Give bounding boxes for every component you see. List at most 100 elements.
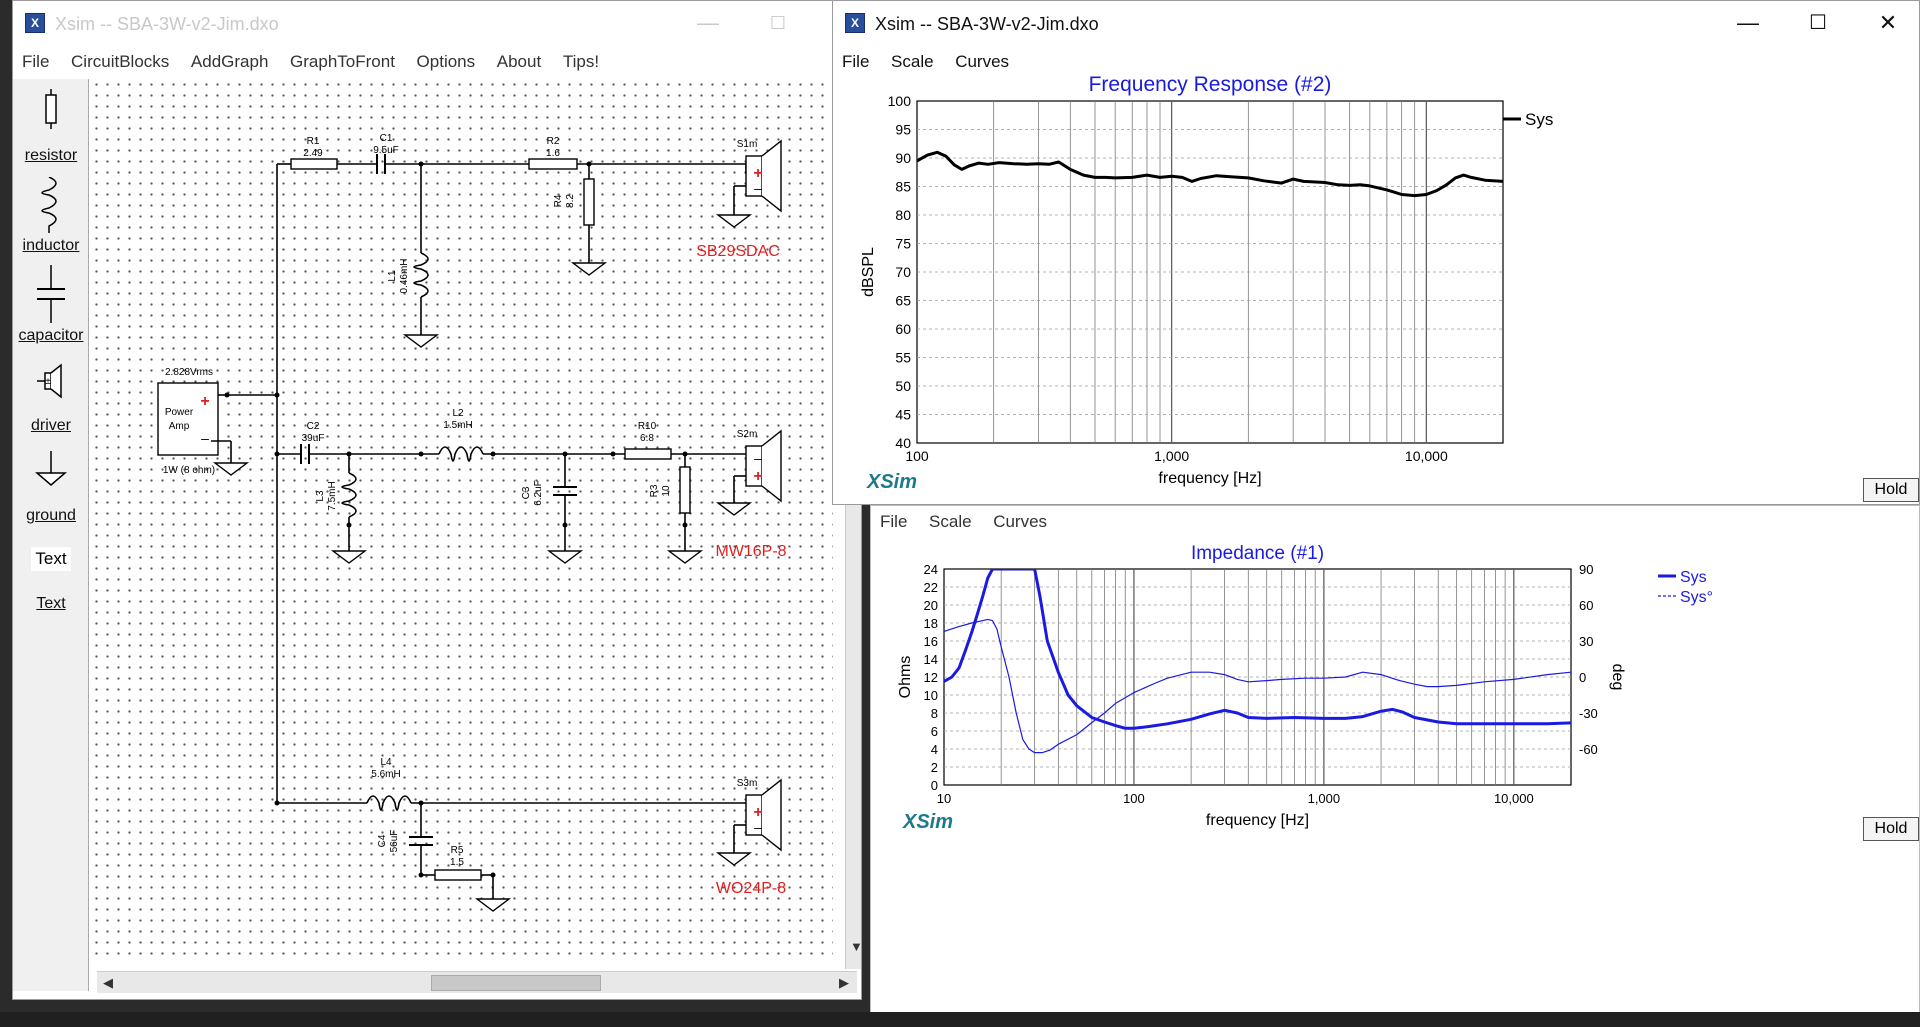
menu-bar: File CircuitBlocks AddGraph GraphToFront… — [13, 49, 861, 77]
scroll-down-icon[interactable]: ▼ — [850, 939, 862, 954]
hold-button[interactable]: Hold — [1863, 478, 1919, 502]
r5-name: R5 — [451, 845, 464, 856]
l4-value: 5.6mH — [371, 769, 400, 780]
title-bar[interactable]: X Xsim -- SBA-3W-v2-Jim.dxo — ☐ ✕ — [833, 1, 1919, 49]
scroll-right-icon[interactable]: ▶ — [839, 975, 849, 990]
palette-ground[interactable] — [13, 451, 89, 492]
y-tick-label: 80 — [895, 207, 911, 223]
chart-title: Impedance (#1) — [1191, 543, 1324, 564]
y2-tick-label: -30 — [1579, 706, 1598, 721]
menu-file[interactable]: File — [880, 512, 908, 531]
maximize-icon[interactable]: ☐ — [769, 13, 787, 33]
palette-ground-label[interactable]: ground — [26, 507, 76, 524]
y-tick-label: 2 — [931, 760, 938, 775]
y-tick-label: 20 — [924, 598, 938, 613]
xsim-app-icon: X — [25, 13, 45, 33]
palette-capacitor[interactable] — [13, 265, 89, 326]
y-tick-label: 16 — [924, 634, 938, 649]
menu-bar: File Scale Curves — [833, 49, 1919, 77]
y-tick-label: 65 — [895, 293, 911, 309]
menu-graphtofront[interactable]: GraphToFront — [290, 52, 395, 71]
driver3-label: WO24P-8 — [716, 880, 786, 897]
y-tick-label: 12 — [924, 670, 938, 685]
y-tick-label: 6 — [931, 724, 938, 739]
y-tick-label: 50 — [895, 378, 911, 394]
menu-circuitblocks[interactable]: CircuitBlocks — [71, 52, 170, 71]
driver2-label: MW16P-8 — [715, 543, 786, 560]
l3-value: 7.5mH — [327, 481, 338, 510]
x-tick-label: 10,000 — [1405, 448, 1448, 464]
menu-tips[interactable]: Tips! — [562, 52, 600, 71]
title-bar[interactable]: X Xsim -- SBA-3W-v2-Jim.dxo — ☐ — [13, 1, 861, 49]
c4-name: C4 — [377, 834, 388, 847]
s2-name: S2m — [737, 429, 758, 440]
l2-value: 1.5mH — [443, 420, 472, 431]
menu-curves[interactable]: Curves — [955, 52, 1010, 71]
r2-value: 1.6 — [546, 148, 560, 159]
chart-title: Frequency Response (#2) — [1089, 73, 1332, 96]
svg-text:+: + — [200, 393, 209, 410]
c3-name: C3 — [521, 486, 532, 499]
y-tick-label: 100 — [888, 93, 912, 109]
c2-value: 39uF — [302, 433, 325, 444]
series-line-1 — [944, 618, 1571, 754]
palette-driver-label[interactable]: driver — [30, 417, 71, 434]
menu-scale[interactable]: Scale — [891, 52, 934, 71]
palette-resistor[interactable] — [13, 89, 89, 132]
y-tick-label: 0 — [931, 778, 938, 793]
x-tick-label: 10,000 — [1494, 791, 1534, 806]
r3-value: 10 — [661, 485, 672, 497]
close-icon[interactable]: ✕ — [1878, 10, 1898, 35]
palette-driver[interactable]: ± — [13, 361, 89, 404]
palette-text-link[interactable]: Text — [36, 595, 66, 612]
y-tick-label: 95 — [895, 122, 911, 138]
menu-about[interactable]: About — [496, 52, 542, 71]
scroll-left-icon[interactable]: ◀ — [103, 975, 113, 990]
resistor-icon — [45, 89, 57, 129]
svg-text:–: – — [201, 430, 209, 446]
x-tick-label: 1,000 — [1308, 791, 1341, 806]
menu-scale[interactable]: Scale — [929, 512, 972, 531]
menu-options[interactable]: Options — [416, 52, 476, 71]
y-tick-label: 4 — [931, 742, 938, 757]
amp-load: 1W (8 ohm) — [163, 465, 215, 476]
maximize-icon[interactable]: ☐ — [1809, 12, 1827, 34]
schematic-canvas[interactable]: R1 2.49 C1 9.5uF R2 1.6 L1 0.46mH — [91, 79, 833, 959]
r1-name: R1 — [307, 136, 320, 147]
menu-addgraph[interactable]: AddGraph — [190, 52, 269, 71]
palette-text-tool[interactable]: Text — [31, 547, 71, 571]
minimize-icon[interactable]: — — [1737, 10, 1759, 35]
svg-text:+: + — [753, 804, 762, 821]
palette-resistor-label[interactable]: resistor — [24, 147, 78, 164]
c3-value: 6.2uF — [533, 480, 544, 506]
palette-inductor-label[interactable]: inductor — [22, 237, 80, 254]
taskbar — [0, 1012, 1920, 1027]
palette-inductor[interactable] — [13, 176, 89, 236]
menu-curves[interactable]: Curves — [993, 512, 1048, 531]
xsim-app-icon: X — [845, 13, 865, 33]
r1-value: 2.49 — [303, 148, 323, 159]
y-axis-label: Ohms — [897, 656, 914, 699]
menu-file[interactable]: File — [22, 52, 50, 71]
y2-tick-label: 90 — [1579, 562, 1593, 577]
y-tick-label: 55 — [895, 350, 911, 366]
x-axis-label: frequency [Hz] — [1158, 470, 1261, 487]
horizontal-scroll-thumb[interactable] — [431, 975, 601, 991]
horizontal-scrollbar[interactable]: ◀ ▶ — [97, 971, 857, 993]
schematic-window: X Xsim -- SBA-3W-v2-Jim.dxo — ☐ File Cir… — [12, 0, 862, 1000]
amp-line1: Power — [165, 407, 194, 418]
xsim-logo: XSim — [903, 811, 954, 833]
capacitor-icon — [37, 265, 65, 323]
svg-text:–: – — [754, 450, 762, 466]
minimize-icon[interactable]: — — [697, 10, 719, 35]
y2-tick-label: 0 — [1579, 670, 1586, 685]
series-line-0 — [944, 569, 1571, 730]
r2-name: R2 — [547, 136, 560, 147]
y-tick-label: 8 — [931, 706, 938, 721]
y-tick-label: 22 — [924, 580, 938, 595]
menu-file[interactable]: File — [842, 52, 870, 71]
palette-capacitor-label[interactable]: capacitor — [18, 327, 84, 344]
hold-button[interactable]: Hold — [1863, 817, 1919, 841]
